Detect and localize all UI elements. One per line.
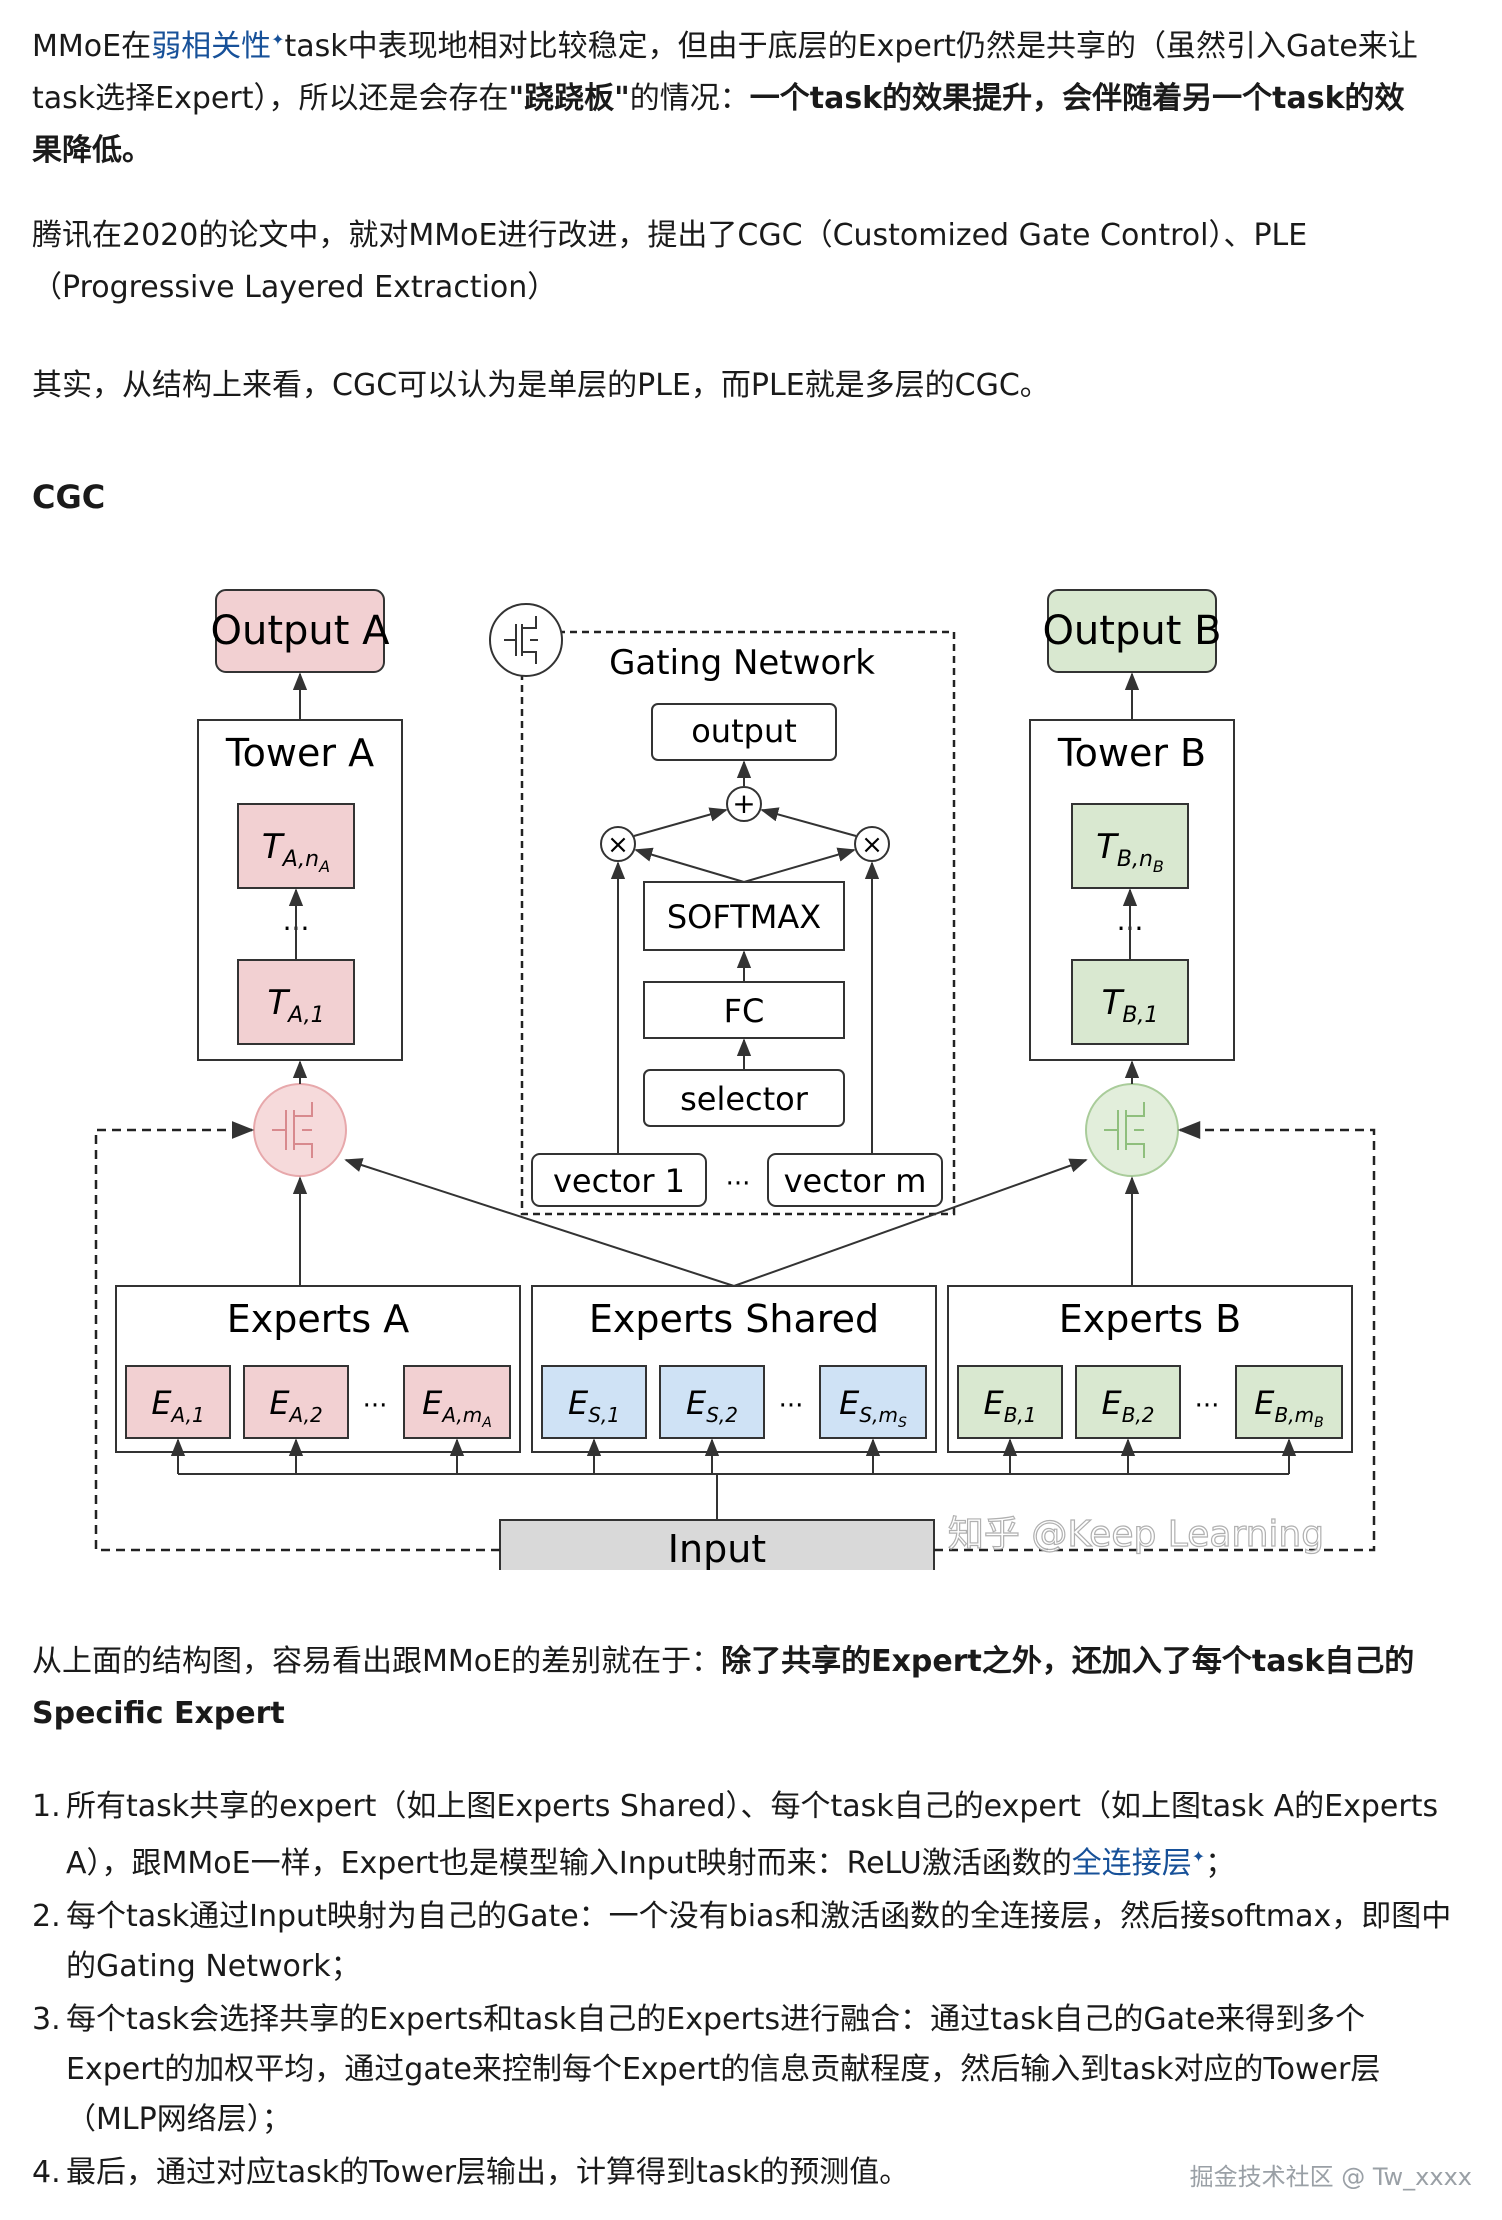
svg-text:EA,mA: EA,mA	[422, 1384, 492, 1431]
experts-shared-label: Experts Shared	[589, 1297, 879, 1341]
cgc-diagram: Output A Output B Tower A TA,nA ··· TA,1…	[94, 589, 1376, 1570]
vector-m-box	[767, 1153, 943, 1207]
intro-text: MMoE在	[32, 29, 152, 64]
svg-text:EB,2: EB,2	[1101, 1384, 1154, 1427]
gating-network-panel	[520, 630, 956, 1216]
seesaw-term: "跷跷板"	[508, 81, 630, 116]
experts-a-ellipsis: ···	[363, 1391, 388, 1421]
intro-text: task中表现地相对比较稳定，但由于底层的Expert仍然是共享的（虽然引入Ga…	[32, 29, 1418, 116]
expert-b-1	[957, 1365, 1063, 1439]
section-title-cgc: CGC	[32, 478, 106, 516]
fc-box	[643, 981, 845, 1039]
cgc-steps-list: 1.所有task共享的expert（如上图Experts Shared）、每个t…	[32, 1782, 1452, 2201]
tower-b-bottom-label: TB,1	[1102, 983, 1159, 1028]
tower-a-top-label: TA,nA	[262, 827, 330, 876]
multiply-node-left	[600, 826, 636, 862]
selector-box	[643, 1069, 845, 1127]
expert-a-2	[243, 1365, 349, 1439]
svg-text:ES,mS: ES,mS	[839, 1384, 907, 1431]
list-item: 4.最后，通过对应task的Tower层输出，计算得到task的预测值。	[32, 2155, 910, 2190]
intro-paragraph-3: 其实，从结构上来看，CGC可以认为是单层的PLE，而PLE就是多层的CGC。	[32, 368, 1050, 403]
expert-s-1	[541, 1365, 647, 1439]
sum-node	[726, 786, 762, 822]
selector-label: selector	[680, 1080, 809, 1118]
svg-text:EA,1: EA,1	[151, 1384, 204, 1427]
vector-ellipsis: ···	[726, 1169, 751, 1199]
intro-bold-text: 一个task的效果提升，会伴随着另一个task的效果降低。	[32, 81, 1405, 168]
gate-symbol-icon	[489, 603, 563, 677]
output-a-box	[215, 589, 385, 673]
vector-m-label: vector m	[784, 1162, 927, 1200]
svg-text:ES,1: ES,1	[568, 1384, 620, 1427]
difference-paragraph: 从上面的结构图，容易看出跟MMoE的差别就在于：除了共享的Expert之外，还加…	[32, 1644, 1415, 1731]
sum-symbol: +	[732, 787, 755, 820]
fully-connected-layer-link[interactable]: 全连接层✦	[1071, 1846, 1206, 1881]
multiply-symbol-left: ×	[607, 830, 629, 860]
expert-s-m	[819, 1365, 927, 1439]
input-label: Input	[668, 1527, 766, 1570]
softmax-label: SOFTMAX	[667, 898, 821, 936]
multiply-symbol-right: ×	[861, 830, 883, 860]
expert-b-2	[1075, 1365, 1181, 1439]
tower-b-bottom-layer	[1071, 959, 1189, 1045]
source-watermark: 掘金技术社区 @ Tw_xxxx	[1189, 2163, 1472, 2191]
intro-text: 的情况：	[629, 81, 750, 116]
softmax-box	[643, 881, 845, 951]
weak-correlation-link[interactable]: 弱相关性✦	[151, 29, 285, 64]
svg-text:EA,2: EA,2	[269, 1384, 322, 1427]
svg-text:EB,1: EB,1	[983, 1384, 1036, 1427]
multiply-node-right	[854, 826, 890, 862]
gate-a-icon	[253, 1083, 347, 1177]
vector-1-label: vector 1	[553, 1162, 685, 1200]
tower-a-bottom-label: TA,1	[267, 983, 324, 1028]
tower-a-bottom-layer	[237, 959, 355, 1045]
experts-a-label: Experts A	[227, 1297, 409, 1341]
output-b-box	[1047, 589, 1217, 673]
experts-shared-ellipsis: ···	[779, 1391, 804, 1421]
gate-b-icon	[1085, 1083, 1179, 1177]
tower-b-top-label: TB,nB	[1096, 827, 1164, 876]
diagram-watermark: 知乎 @Keep Learning	[948, 1514, 1324, 1555]
list-item: 2.每个task通过Input映射为自己的Gate：一个没有bias和激活函数的…	[32, 1899, 1452, 1984]
difference-bold-text: 除了共享的Expert之外，还加入了每个task自己的Specific Expe…	[32, 1644, 1415, 1731]
gating-network-title: Gating Network	[609, 643, 875, 683]
experts-b-label: Experts B	[1059, 1297, 1241, 1341]
gate-output-box	[651, 703, 837, 761]
experts-b-ellipsis: ···	[1195, 1391, 1220, 1421]
expert-b-m	[1235, 1365, 1343, 1439]
intro-paragraph-2: 腾讯在2020的论文中，就对MMoE进行改进，提出了CGC（Customized…	[32, 218, 1308, 305]
svg-text:ES,2: ES,2	[686, 1384, 738, 1427]
tower-b-top-layer	[1071, 803, 1189, 889]
output-a-label: Output A	[210, 608, 390, 654]
tower-b-label: Tower B	[1057, 731, 1206, 775]
expert-a-m	[403, 1365, 511, 1439]
gate-output-label: output	[691, 712, 797, 750]
svg-text:EB,mB: EB,mB	[1254, 1384, 1323, 1431]
expert-a-1	[125, 1365, 231, 1439]
tower-a-top-layer	[237, 803, 355, 889]
fc-label: FC	[724, 992, 765, 1030]
list-item: 1.所有task共享的expert（如上图Experts Shared）、每个t…	[32, 1789, 1439, 1881]
intro-paragraph-1: MMoE在弱相关性✦task中表现地相对比较稳定，但由于底层的Expert仍然是…	[32, 14, 1432, 177]
list-item: 3.每个task会选择共享的Experts和task自己的Experts进行融合…	[32, 2002, 1381, 2137]
expert-s-2	[659, 1365, 765, 1439]
output-b-label: Output B	[1042, 608, 1221, 654]
tower-a-label: Tower A	[225, 731, 374, 775]
